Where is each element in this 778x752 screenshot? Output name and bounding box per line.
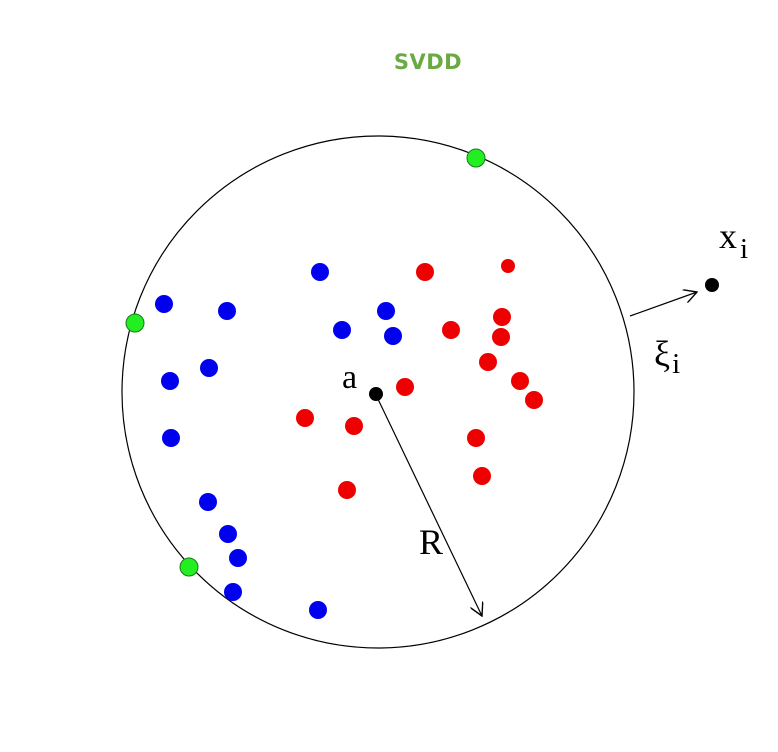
data-point	[161, 372, 179, 390]
data-point	[479, 353, 497, 371]
data-point	[493, 308, 511, 326]
slack-arrow	[629, 292, 697, 317]
data-point	[377, 302, 395, 320]
support-vector-points	[125, 148, 486, 577]
center-point	[369, 387, 383, 401]
data-point	[200, 359, 218, 377]
data-point	[155, 295, 173, 313]
data-point	[473, 467, 491, 485]
data-point	[219, 525, 237, 543]
slack-label-subscript: i	[672, 348, 680, 380]
support-vector	[179, 557, 199, 577]
data-point	[338, 481, 356, 499]
outlier-label-subscript: i	[740, 233, 748, 265]
radius-label: R	[419, 522, 443, 562]
slack-label-base: ξ	[654, 334, 670, 374]
data-point	[229, 549, 247, 567]
class-a-points	[155, 263, 402, 619]
data-point	[511, 372, 529, 390]
data-point	[224, 583, 242, 601]
data-point	[501, 259, 515, 273]
diagram-title: SVDD	[393, 50, 463, 74]
data-point	[333, 321, 351, 339]
class-b-points	[296, 259, 543, 499]
data-point	[309, 601, 327, 619]
support-vector	[125, 313, 145, 333]
data-point	[345, 417, 363, 435]
data-point	[296, 409, 314, 427]
radius-arrow	[375, 394, 482, 616]
support-vector	[466, 148, 486, 168]
svdd-boundary-circle	[121, 135, 635, 649]
data-point	[442, 321, 460, 339]
data-point	[492, 328, 510, 346]
outlier-point	[705, 278, 719, 292]
data-point	[218, 302, 236, 320]
outlier-label-base: x	[719, 216, 737, 256]
data-point	[416, 263, 434, 281]
slack-label: ξi	[654, 334, 680, 380]
data-point	[396, 378, 414, 396]
data-point	[384, 327, 402, 345]
data-point	[162, 429, 180, 447]
data-point	[467, 429, 485, 447]
data-point	[199, 493, 217, 511]
center-label: a	[342, 359, 357, 396]
data-point	[311, 263, 329, 281]
data-point	[525, 391, 543, 409]
